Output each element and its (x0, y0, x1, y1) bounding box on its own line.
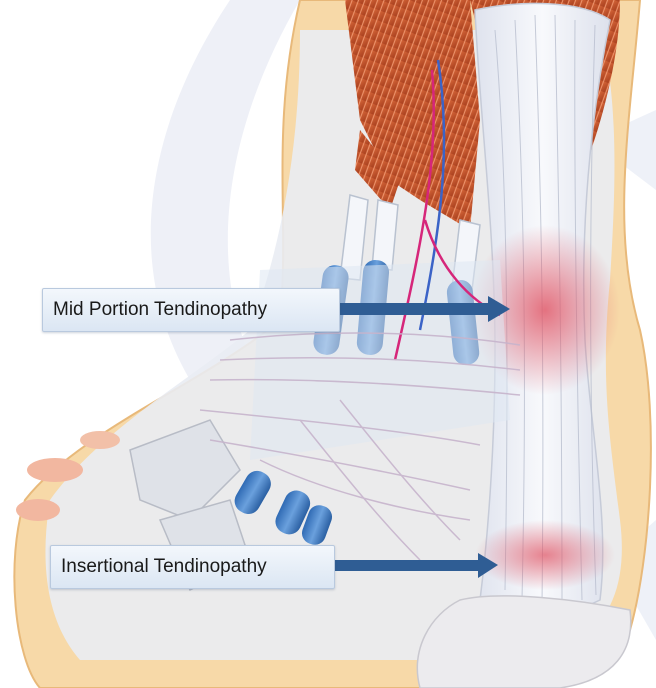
mid-portion-tendinopathy-text: Mid Portion Tendinopathy (43, 299, 267, 321)
insertional-tendinopathy-label: Insertional Tendinopathy (50, 545, 335, 589)
mid-portion-tendinopathy-label: Mid Portion Tendinopathy (42, 288, 340, 332)
heel-bone (417, 596, 630, 688)
insertional-inflammation (475, 520, 615, 590)
insertional-tendinopathy-text: Insertional Tendinopathy (51, 556, 267, 578)
